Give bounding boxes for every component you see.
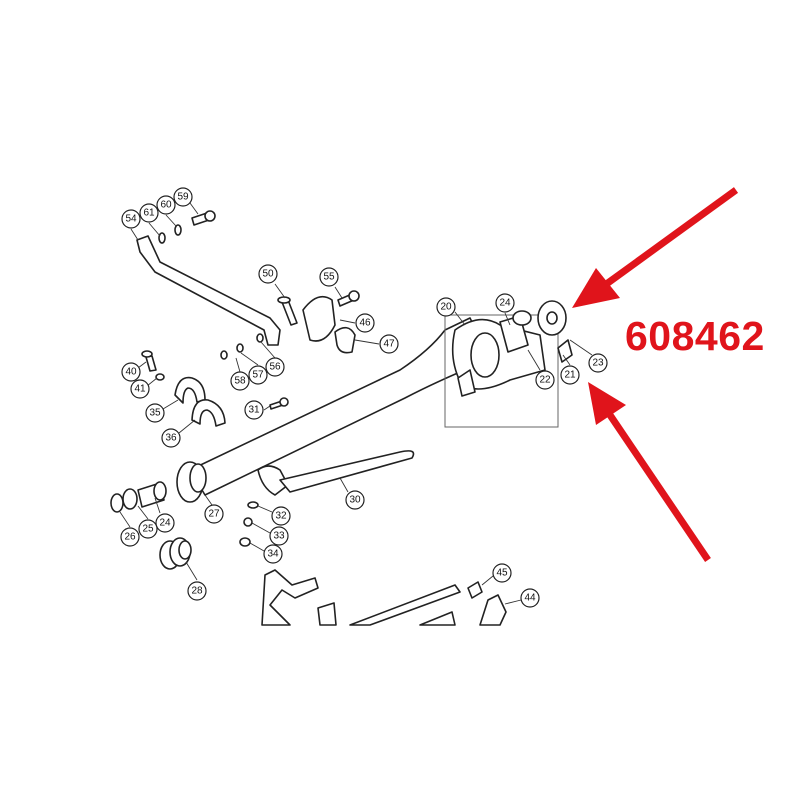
callout-45: 45 xyxy=(492,563,512,583)
callout-46: 46 xyxy=(355,313,375,333)
callout-26: 26 xyxy=(120,527,140,547)
callout-34: 34 xyxy=(263,544,283,564)
callout-28: 28 xyxy=(187,581,207,601)
svg-text:60: 60 xyxy=(160,200,172,211)
callout-31: 31 xyxy=(244,400,264,420)
svg-text:24: 24 xyxy=(499,298,511,309)
svg-text:57: 57 xyxy=(252,370,264,381)
callout-57: 57 xyxy=(248,365,268,385)
callout-54: 54 xyxy=(121,209,141,229)
svg-text:34: 34 xyxy=(267,549,279,560)
callout-44: 44 xyxy=(520,588,540,608)
svg-text:25: 25 xyxy=(142,524,154,535)
callout-22: 22 xyxy=(535,370,555,390)
svg-text:26: 26 xyxy=(124,532,136,543)
svg-text:20: 20 xyxy=(440,302,452,313)
clamps xyxy=(174,295,415,496)
callout-24-housing: 24 xyxy=(495,293,515,313)
svg-text:40: 40 xyxy=(125,367,137,378)
svg-text:27: 27 xyxy=(208,509,220,520)
callout-32: 32 xyxy=(271,506,291,526)
callout-20: 20 xyxy=(436,297,456,317)
callout-40: 40 xyxy=(121,362,141,382)
callout-61: 61 xyxy=(139,203,159,223)
svg-text:59: 59 xyxy=(177,192,189,203)
steering-column-tube xyxy=(176,317,491,503)
mounting-brackets xyxy=(261,569,507,626)
callout-35: 35 xyxy=(145,403,165,423)
callout-33: 33 xyxy=(269,526,289,546)
detail-box xyxy=(444,314,559,428)
svg-text:54: 54 xyxy=(125,214,137,225)
svg-text:22: 22 xyxy=(539,375,551,386)
svg-text:58: 58 xyxy=(234,376,246,387)
callout-56: 56 xyxy=(265,357,285,377)
svg-text:41: 41 xyxy=(134,384,146,395)
svg-text:21: 21 xyxy=(564,370,576,381)
fasteners xyxy=(141,210,360,547)
callout-21: 21 xyxy=(560,365,580,385)
svg-text:47: 47 xyxy=(383,339,395,350)
callout-30: 30 xyxy=(345,490,365,510)
callout-36: 36 xyxy=(161,428,181,448)
svg-text:55: 55 xyxy=(323,272,335,283)
red-arrow-upper xyxy=(572,187,739,308)
callout-60: 60 xyxy=(156,195,176,215)
callout-59: 59 xyxy=(173,187,193,207)
callout-55: 55 xyxy=(319,267,339,287)
svg-text:33: 33 xyxy=(273,531,285,542)
callout-27: 27 xyxy=(204,504,224,524)
callout-47: 47 xyxy=(379,334,399,354)
svg-text:23: 23 xyxy=(592,358,604,369)
callout-50: 50 xyxy=(258,264,278,284)
part-number-label: 608462 xyxy=(625,313,765,359)
svg-text:44: 44 xyxy=(524,593,536,604)
svg-text:36: 36 xyxy=(165,433,177,444)
svg-text:35: 35 xyxy=(149,408,161,419)
svg-text:28: 28 xyxy=(191,586,203,597)
callout-23: 23 xyxy=(588,353,608,373)
callout-24-bush: 24 xyxy=(155,513,175,533)
svg-text:45: 45 xyxy=(496,568,508,579)
svg-text:46: 46 xyxy=(359,318,371,329)
leader-lines xyxy=(119,202,593,605)
callout-58: 58 xyxy=(230,371,250,391)
svg-text:56: 56 xyxy=(269,362,281,373)
red-arrow-lower xyxy=(588,382,711,562)
svg-text:24: 24 xyxy=(159,518,171,529)
svg-text:32: 32 xyxy=(275,511,287,522)
callout-41: 41 xyxy=(130,379,150,399)
svg-text:50: 50 xyxy=(262,269,274,280)
callout-25: 25 xyxy=(138,519,158,539)
svg-text:61: 61 xyxy=(143,208,155,219)
svg-text:31: 31 xyxy=(248,405,260,416)
stay-bar xyxy=(136,235,281,346)
bushes xyxy=(110,481,192,570)
svg-text:30: 30 xyxy=(349,495,361,506)
steering-housing xyxy=(451,300,573,397)
